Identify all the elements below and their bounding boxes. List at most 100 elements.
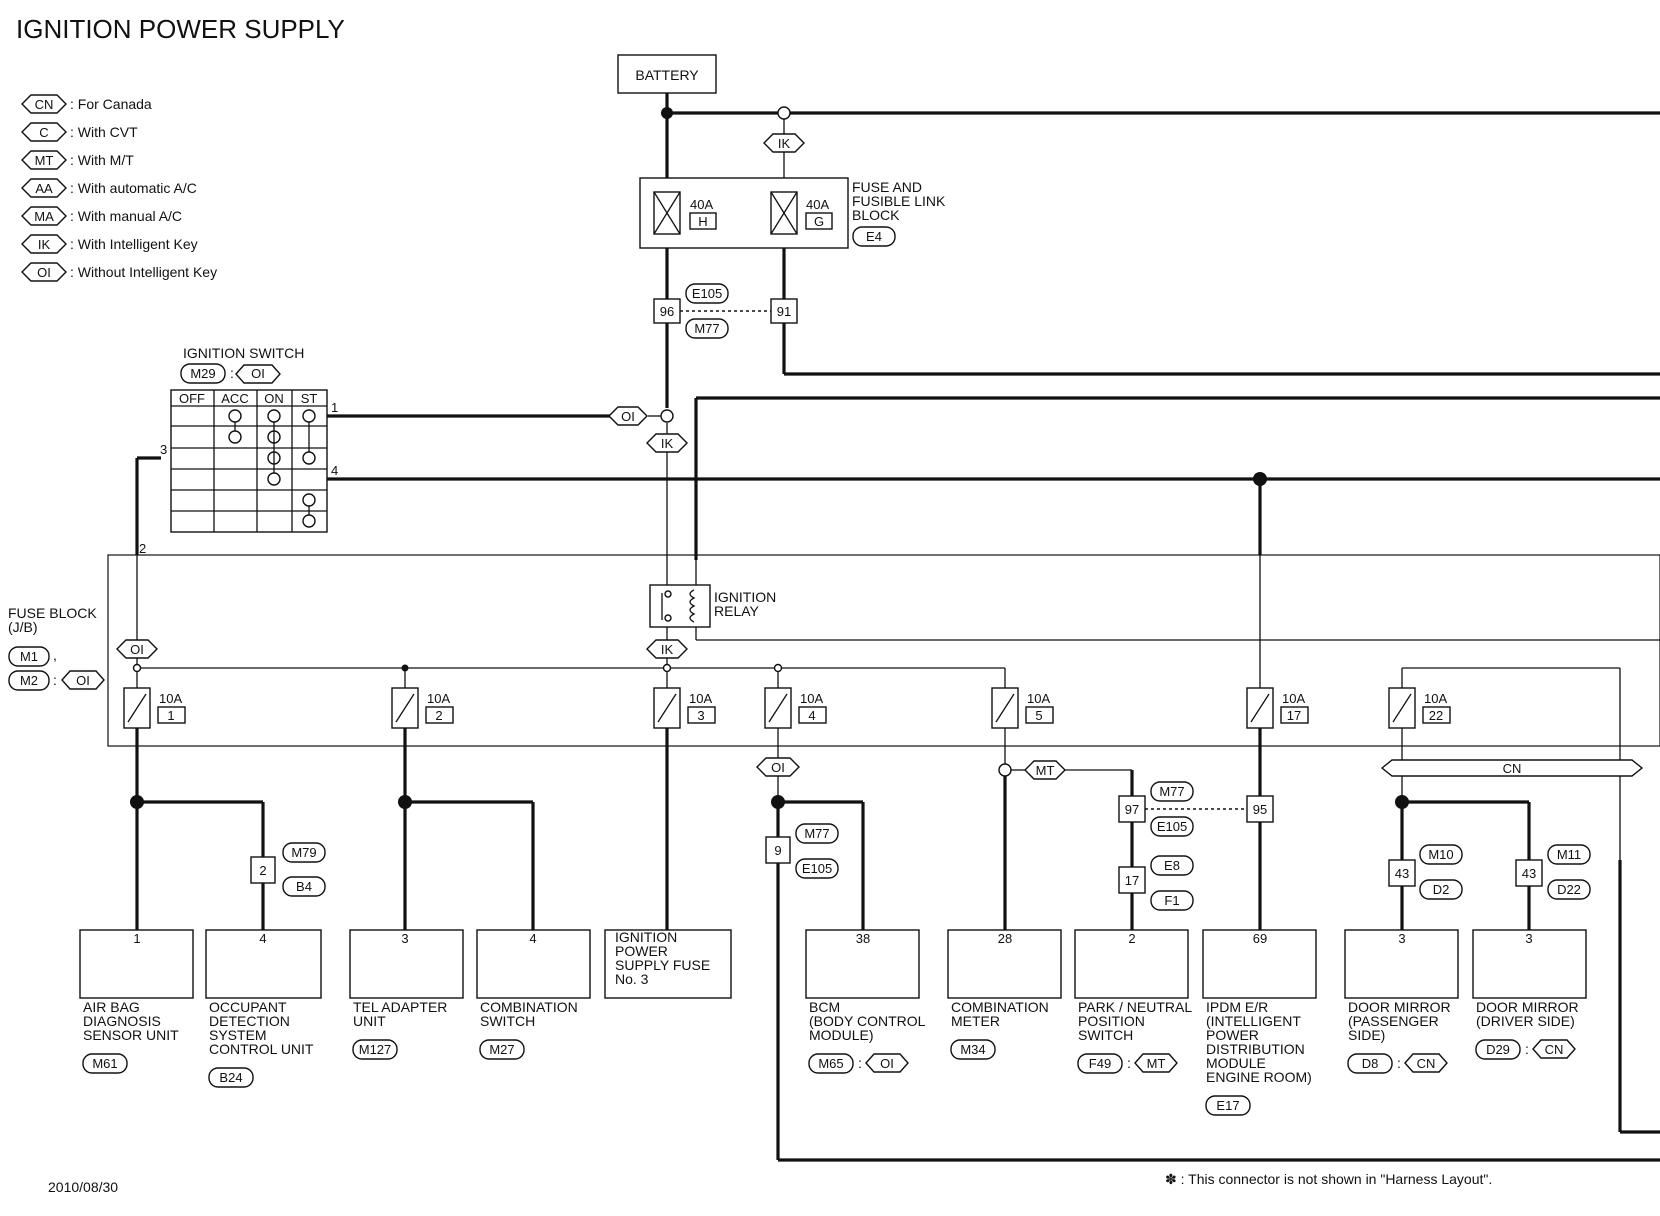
legend-item: AA : With automatic A/C [21, 178, 197, 198]
component-variant: MT [1147, 1056, 1166, 1071]
component-label: SUPPLY FUSE [615, 957, 710, 973]
legend-item: C: With CVT [21, 122, 138, 142]
splice-dot [1253, 472, 1267, 486]
component-pin: 1 [133, 931, 140, 946]
splice-dot [661, 107, 673, 119]
component-connector: D8 [1362, 1056, 1379, 1071]
splice-dot [1395, 795, 1409, 809]
colon-sep: : [1525, 1041, 1529, 1057]
variant-tag-cn-label: CN [1503, 761, 1522, 776]
component-label: (BODY CONTROL [809, 1013, 926, 1029]
fusible-link-connector: E4 [866, 229, 882, 244]
inline-pin: 43 [1395, 866, 1409, 881]
variant-tag [21, 262, 67, 282]
variant-tag [21, 122, 67, 142]
joint-connector-id: E105 [692, 286, 722, 301]
inline-connector-id: M10 [1428, 847, 1453, 862]
component-label: COMBINATION [951, 999, 1049, 1015]
inline-connectors: 2 M79 B4 9 M77 E105 97 M77 E105 95 17 E8… [250, 781, 1591, 911]
inline-pin: 2 [259, 863, 266, 878]
ignition-switch-connector: M29 [190, 366, 215, 381]
component-label: OCCUPANT [209, 999, 287, 1015]
lower-wires [135, 728, 1660, 1162]
component-pin: 3 [401, 931, 408, 946]
component-variant: CN [1417, 1056, 1436, 1071]
wires [135, 93, 1660, 760]
legend-code: OI [37, 265, 51, 280]
inline-pin: 97 [1125, 802, 1139, 817]
component-label: DIAGNOSIS [83, 1013, 161, 1029]
inline-pin: 17 [1125, 873, 1139, 888]
component-label: (INTELLIGENT [1206, 1013, 1301, 1029]
variant-tag-oi-label: OI [621, 409, 635, 424]
colon-sep: : [1127, 1055, 1131, 1071]
splice-dot [398, 795, 412, 809]
component-label: PARK / NEUTRAL [1078, 999, 1192, 1015]
switch-position: ON [264, 391, 284, 406]
component-label: (DRIVER SIDE) [1476, 1013, 1575, 1029]
component-label: IPDM E/R [1206, 999, 1268, 1015]
splice-dot [771, 795, 785, 809]
legend-code: IK [38, 237, 51, 252]
fuse-number: 5 [1035, 708, 1042, 723]
variant-tag [21, 150, 67, 170]
joint-pin: 91 [777, 304, 791, 319]
fuse-amp: 10A [1027, 691, 1050, 706]
fusible-link-block: 40A H 40A G FUSE AND FUSIBLE LINK BLOCK … [639, 177, 946, 249]
diagram-date: 2010/08/30 [48, 1179, 118, 1195]
variant-tag-cn [1380, 759, 1644, 777]
legend-text: : With Intelligent Key [70, 236, 198, 252]
component-connector: M127 [359, 1042, 392, 1057]
inline-pin: 43 [1522, 866, 1536, 881]
fuse-number: 17 [1287, 708, 1301, 723]
legend-text: : With automatic A/C [70, 180, 197, 196]
fuse-number: 4 [808, 708, 815, 723]
component-label: POWER [1206, 1027, 1259, 1043]
component-connector: F49 [1089, 1056, 1111, 1071]
colon-sep: : [53, 672, 57, 688]
legend-code: AA [35, 181, 53, 196]
ignition-switch-variant: OI [251, 366, 265, 381]
fuse-amp: 10A [1424, 691, 1447, 706]
fusible-link-amp: 40A [690, 197, 713, 212]
component-pin: 69 [1253, 931, 1267, 946]
fuse-amp: 10A [689, 691, 712, 706]
component-label: SYSTEM [209, 1027, 267, 1043]
inline-connector-id: D22 [1557, 882, 1581, 897]
component-label: POSITION [1078, 1013, 1145, 1029]
component-label: MODULE) [809, 1027, 874, 1043]
switch-position: ACC [221, 391, 248, 406]
legend-code: CN [35, 97, 54, 112]
joint-pin: 96 [660, 304, 674, 319]
legend-text: : With CVT [70, 124, 138, 140]
inline-connector-id: E105 [1157, 819, 1187, 834]
variant-tag-ik [646, 433, 688, 453]
inline-connector-id: D2 [1433, 882, 1450, 897]
fuse-number: 3 [697, 708, 704, 723]
fusible-link-label: FUSIBLE LINK [852, 193, 946, 209]
ignition-switch-label: IGNITION SWITCH [183, 345, 304, 361]
fuse-block-label: (J/B) [8, 619, 38, 635]
switch-position: OFF [179, 391, 205, 406]
ignition-switch: IGNITION SWITCH M29 : OI OFF ACC ON ST [139, 345, 338, 556]
fuse-number: 1 [167, 708, 174, 723]
footnote: ✽ : This connector is not shown in "Harn… [1165, 1171, 1492, 1187]
inline-connector-id: M77 [1159, 784, 1184, 799]
fuse-amp: 10A [159, 691, 182, 706]
fuse-amp: 10A [1282, 691, 1305, 706]
battery-label: BATTERY [635, 67, 699, 83]
colon-sep: : [858, 1055, 862, 1071]
